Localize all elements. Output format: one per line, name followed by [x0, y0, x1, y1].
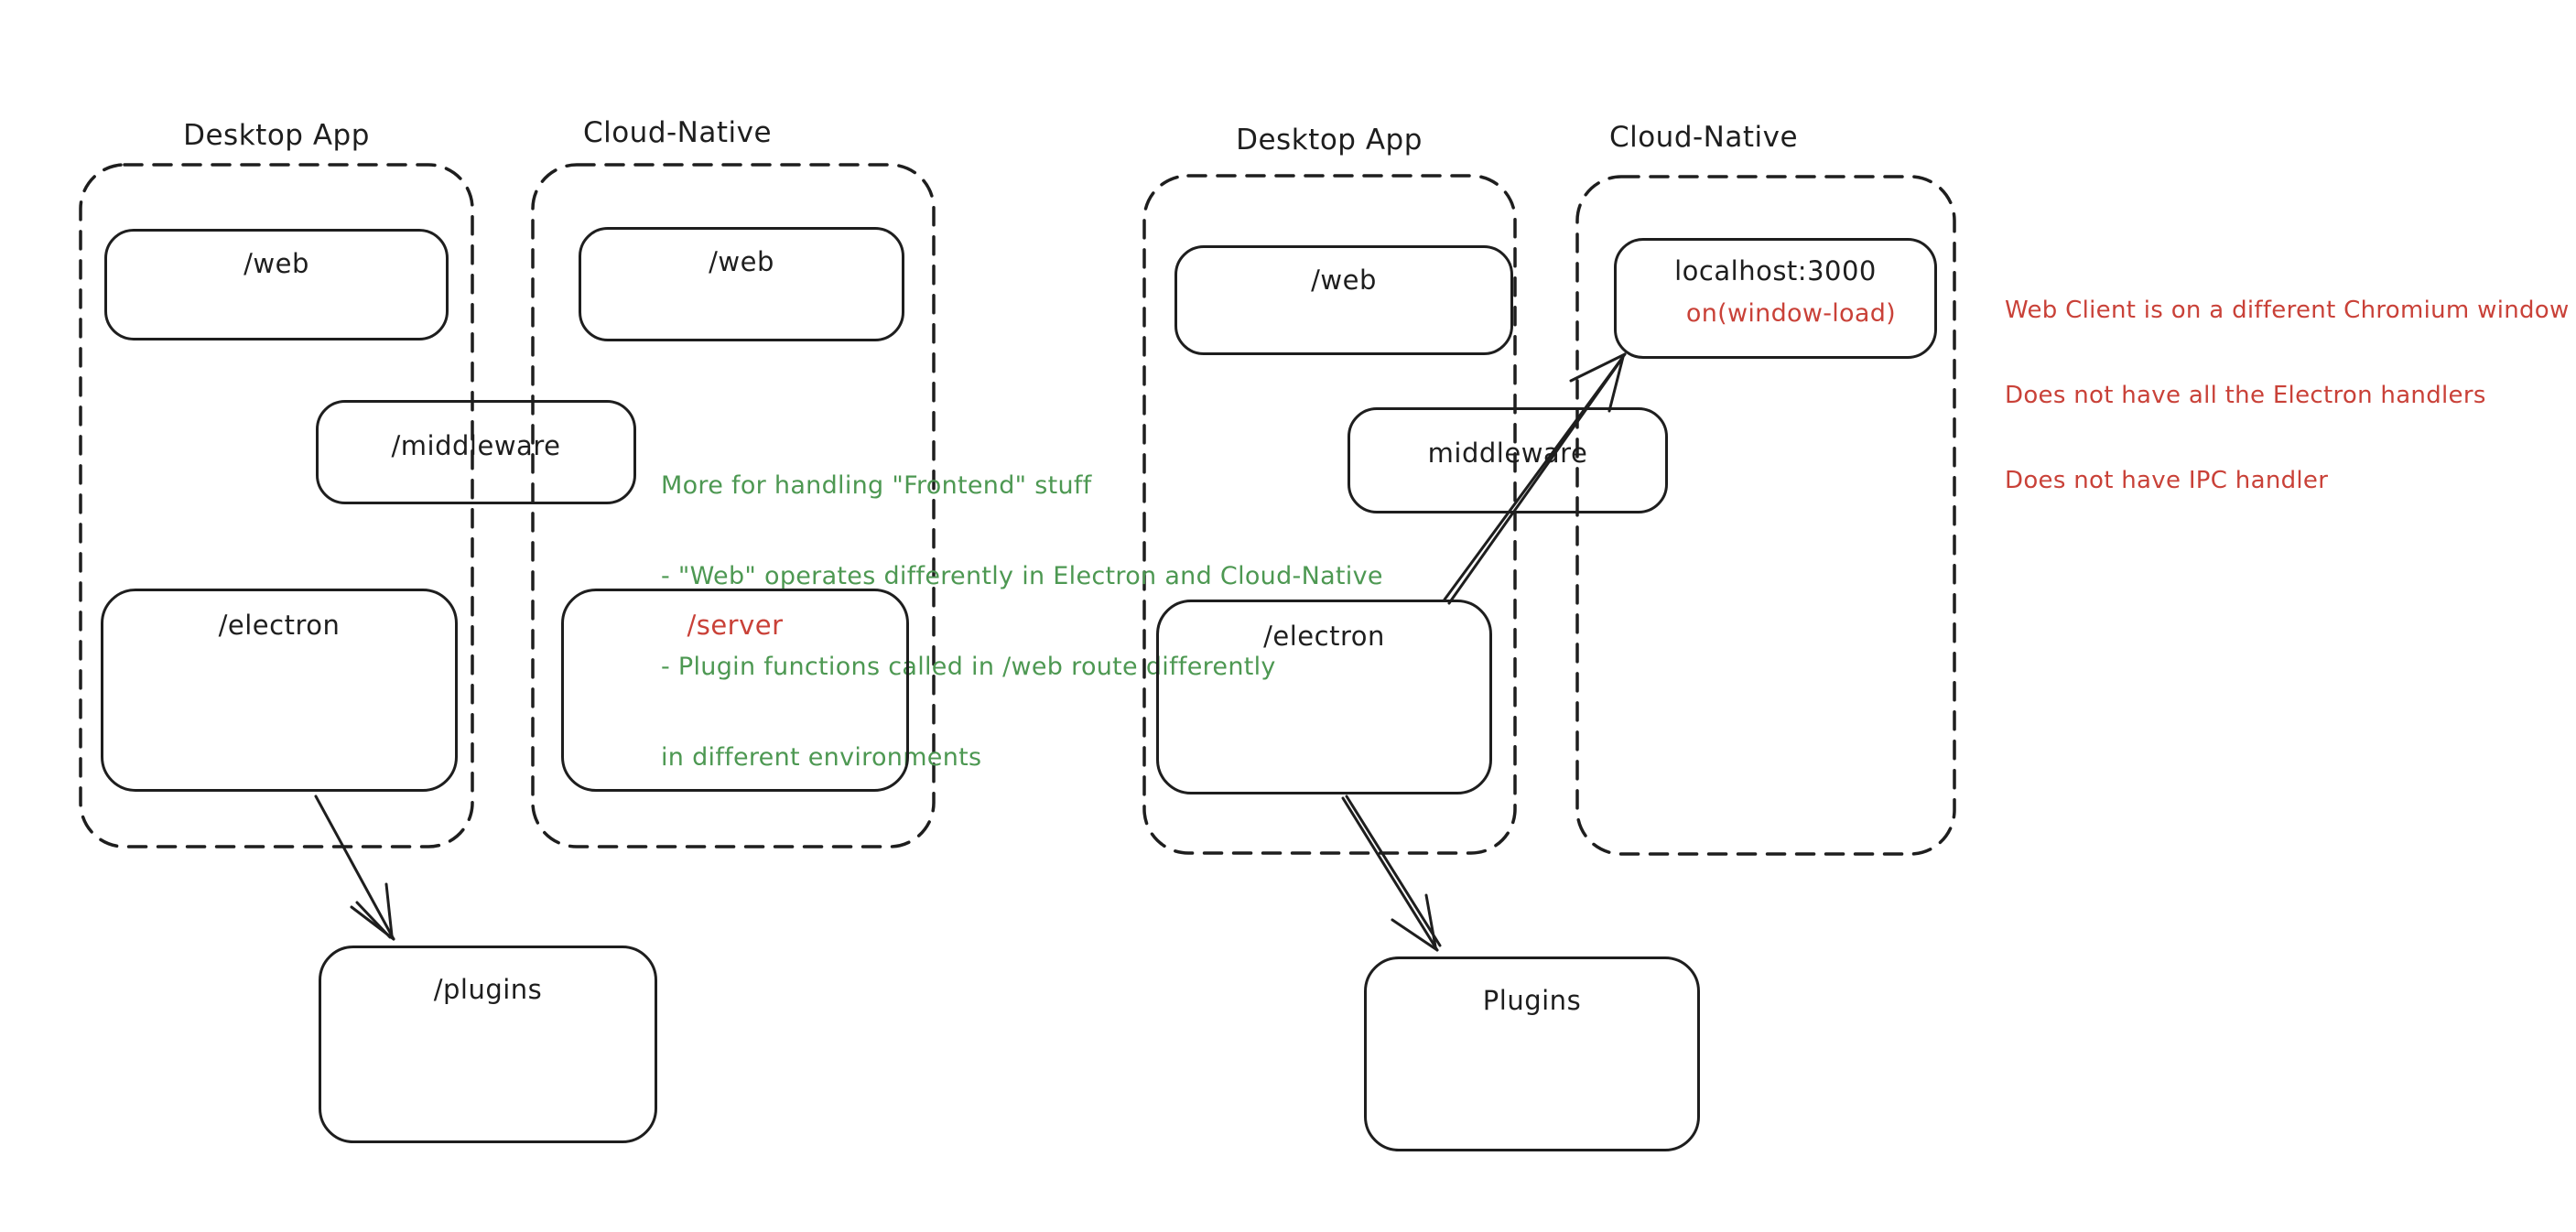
- red-annotation-line: Does not have IPC handler: [2005, 467, 2329, 494]
- red-annotation: Web Client is on a different Chromium wi…: [2005, 240, 2570, 552]
- right-web-label: /web: [1311, 265, 1377, 296]
- green-annotation-line: - "Web" operates differently in Electron…: [661, 562, 1383, 590]
- right-plugins-box: Plugins: [1364, 956, 1700, 1151]
- left-web-cloud-box: /web: [579, 227, 904, 341]
- green-annotation: More for handling "Frontend" stuff - "We…: [661, 410, 1383, 833]
- localhost-title: localhost:3000: [1674, 255, 1877, 286]
- on-window-load-label: on(window-load): [1685, 299, 1896, 328]
- left-desktop-group-label: Desktop App: [183, 119, 370, 152]
- left-cloud-group-label: Cloud-Native: [582, 116, 773, 149]
- right-electron-label: /electron: [1263, 621, 1385, 652]
- right-plugins-label: Plugins: [1482, 985, 1582, 1016]
- green-annotation-line: - Plugin functions called in /web route …: [661, 653, 1276, 681]
- left-middleware-label: /middleware: [391, 430, 561, 461]
- left-middleware-box: /middleware: [316, 400, 636, 504]
- left-electron-label: /electron: [218, 610, 341, 641]
- left-plugins-label: /plugins: [433, 974, 543, 1005]
- arrow-electron-to-plugins-left: [314, 794, 395, 941]
- red-annotation-line: Does not have all the Electron handlers: [2005, 382, 2486, 409]
- left-server-label: /server: [687, 610, 784, 641]
- right-electron-box: /electron: [1156, 600, 1492, 794]
- localhost-box: localhost:3000 on(window-load): [1614, 238, 1937, 359]
- green-annotation-line: More for handling "Frontend" stuff: [661, 471, 1092, 500]
- left-plugins-box: /plugins: [319, 946, 657, 1143]
- left-server-box: /server: [561, 589, 909, 792]
- left-web-desktop-label: /web: [244, 248, 309, 279]
- left-web-desktop-box: /web: [104, 229, 449, 340]
- left-electron-box: /electron: [101, 589, 458, 792]
- right-web-box: /web: [1174, 245, 1513, 355]
- right-middleware-box: middleware: [1348, 407, 1668, 513]
- right-cloud-group-label: Cloud-Native: [1608, 121, 1799, 154]
- right-middleware-label: middleware: [1427, 438, 1588, 469]
- right-desktop-group-label: Desktop App: [1236, 124, 1423, 157]
- red-annotation-line: Web Client is on a different Chromium wi…: [2005, 297, 2570, 324]
- left-web-cloud-label: /web: [709, 246, 774, 277]
